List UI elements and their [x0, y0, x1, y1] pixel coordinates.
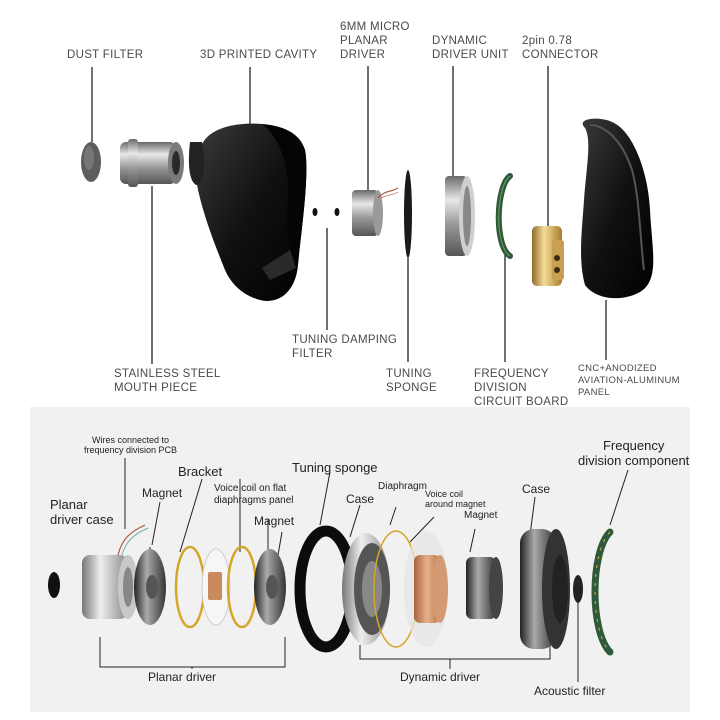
label-planar-driver-group: Planar driver: [148, 670, 217, 684]
planar-driver-case-part: [82, 524, 149, 619]
dynamic-case-2-part: [520, 529, 570, 649]
label-tuning-sponge: TUNING SPONGE: [386, 368, 438, 394]
bottom-illustration: [48, 458, 629, 682]
mouth-piece-part: [120, 139, 184, 187]
label-frequency-division-circuit-board: FREQUENCY DIVISION CIRCUIT BOARD: [474, 368, 569, 408]
magnet-3-part: [466, 557, 503, 619]
label-tuning-damping-filter: TUNING DAMPING FILTER: [292, 334, 398, 360]
dynamic-driver-part: [445, 176, 475, 256]
label-diaphragm: Diaphragm: [378, 481, 427, 492]
label-dynamic-driver-unit: DYNAMIC DRIVER UNIT: [432, 35, 509, 61]
bracket-ring-2-part: [226, 545, 258, 629]
label-stainless-steel-mouth-piece: STAINLESS STEEL MOUTH PIECE: [114, 368, 221, 394]
freq-division-component-part: [591, 528, 614, 656]
bracket-ring-1-part: [174, 545, 206, 629]
label-micro-planar-driver: 6MM MICRO PLANAR DRIVER: [340, 21, 410, 61]
label-case-2: Case: [522, 482, 551, 496]
damping-filter-part: [312, 208, 318, 216]
acoustic-filter-part: [573, 575, 583, 603]
circuit-board-part: [495, 173, 513, 259]
label-acoustic-filter: Acoustic filter: [534, 684, 606, 698]
label-frequency-division-component: Frequency division component: [578, 438, 690, 468]
label-magnet-2: Magnet: [254, 514, 295, 528]
bottom-leader-lines: [99, 458, 629, 682]
panel-part: [581, 118, 654, 299]
label-voice-coil-flat: Voice coil on flat diaphragms panel: [214, 483, 294, 506]
label-dust-filter: DUST FILTER: [67, 49, 144, 61]
label-planar-driver-case: Planar driver case: [50, 497, 114, 527]
top-leader-lines: [91, 66, 607, 364]
tuning-sponge-part: [404, 170, 412, 258]
label-cnc-aluminum-panel: CNC+ANODIZED AVIATION-ALUMINUM PANEL: [578, 363, 680, 398]
label-case-1: Case: [346, 492, 375, 506]
label-bracket: Bracket: [178, 464, 223, 479]
cavity-part: [188, 123, 307, 301]
label-dynamic-driver-group: Dynamic driver: [400, 670, 481, 684]
label-tuning-sponge-bottom: Tuning sponge: [292, 460, 378, 475]
dynamic-case-part: [342, 533, 390, 645]
label-magnet-1: Magnet: [142, 486, 183, 500]
planar-driver-part: [352, 187, 399, 236]
top-illustration: [81, 66, 654, 364]
label-voice-coil-around-magnet: Voice coil around magnet: [425, 489, 486, 509]
top-exploded-view: DUST FILTER 3D PRINTED CAVITY 6MM MICRO …: [67, 21, 680, 408]
label-magnet-3: Magnet: [464, 510, 498, 521]
label-wires-connected: Wires connected to frequency division PC…: [84, 435, 178, 455]
label-2pin-connector: 2pin 0.78 CONNECTOR: [522, 35, 599, 61]
bottom-driver-breakdown: Wires connected to frequency division PC…: [30, 407, 690, 712]
acoustic-disc-part: [48, 572, 60, 598]
connector-part: [532, 226, 564, 286]
label-3d-printed-cavity: 3D PRINTED CAVITY: [200, 49, 318, 61]
